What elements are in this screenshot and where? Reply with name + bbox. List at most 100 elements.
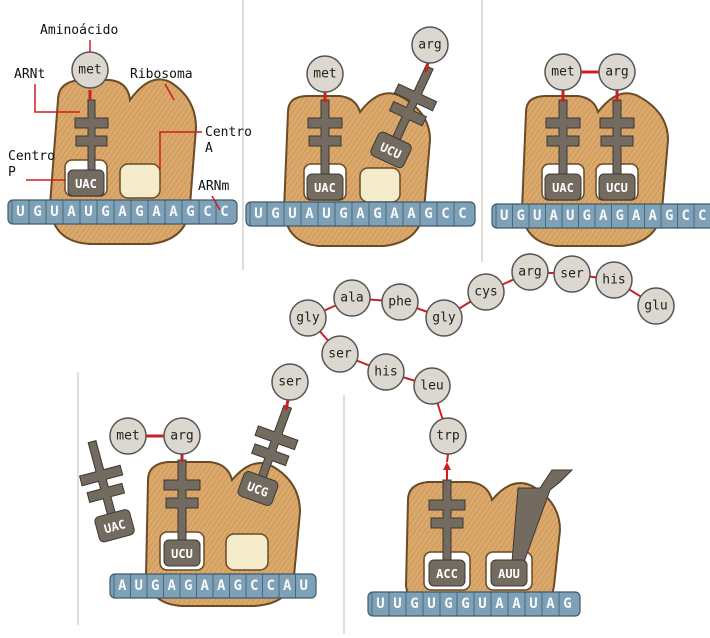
label-ribosome: Ribosoma: [130, 67, 193, 82]
mrna-base: U: [478, 596, 486, 612]
anticodon-label: AUU: [498, 567, 520, 581]
mrna-base: A: [201, 578, 210, 594]
mrna-base: G: [339, 206, 347, 222]
aa-met: met: [545, 54, 581, 90]
label-site-a-2: A: [205, 141, 213, 156]
aa-phe: phe: [382, 284, 418, 320]
aa-label: glu: [644, 299, 667, 314]
mrna-base: U: [376, 596, 384, 612]
label-site-p-1: Centro: [8, 149, 55, 164]
mrna-base: G: [461, 596, 469, 612]
mrna-base: A: [305, 206, 314, 222]
mrna-base: U: [322, 206, 330, 222]
mrna-base: A: [168, 578, 177, 594]
aa-label: gly: [432, 311, 456, 326]
site-a-pocket: [120, 164, 160, 198]
mrna-base: A: [118, 578, 127, 594]
aa-his: his: [368, 354, 404, 390]
mrna-base: U: [135, 578, 143, 594]
mrna-base: A: [550, 208, 559, 224]
mrna-base: A: [67, 204, 76, 220]
mrna-base: A: [169, 204, 178, 220]
mrna-base: A: [512, 596, 521, 612]
aa-ser: ser: [272, 364, 308, 400]
aa-label: met: [116, 429, 139, 444]
bond: [447, 454, 448, 462]
aa-label: ser: [328, 347, 352, 362]
aa-ser: ser: [554, 256, 590, 292]
panel-5: ACC AUU UUGUGGUAAUAG: [368, 462, 580, 616]
mrna-base: G: [665, 208, 673, 224]
mrna-base: A: [283, 578, 292, 594]
mrna-base: G: [373, 206, 381, 222]
aa-arg: arg: [164, 418, 200, 454]
mrna-base: U: [254, 206, 262, 222]
mrna-base: U: [533, 208, 541, 224]
mrna-strand: UUGUGGUAAUAG: [368, 592, 580, 616]
mrna-base: U: [500, 208, 508, 224]
mrna-base: U: [16, 204, 24, 220]
mrna-base: G: [186, 204, 194, 220]
aa-ser: ser: [322, 336, 358, 372]
mrna-base: G: [583, 208, 591, 224]
mrna-base: G: [424, 206, 432, 222]
mrna-base: A: [599, 208, 608, 224]
aa-glu: glu: [638, 288, 674, 324]
aa-label: ser: [560, 267, 584, 282]
mrna-base: G: [563, 596, 571, 612]
mrna-base: A: [495, 596, 504, 612]
mrna-base: G: [234, 578, 242, 594]
mrna-base: U: [288, 206, 296, 222]
mrna-strand: UGUAUGAGAAGCC: [492, 204, 710, 228]
mrna-base: A: [649, 208, 658, 224]
panel-2: UAC met UCU arg UGUAUGAGAAGCC: [246, 27, 475, 246]
aa-met: met: [307, 56, 343, 92]
site-a-pocket: [226, 534, 268, 570]
mrna-base: U: [529, 596, 537, 612]
mrna-base: U: [84, 204, 92, 220]
mrna-base: C: [441, 206, 449, 222]
aa-label: met: [551, 65, 574, 80]
aa-arg: arg: [599, 54, 635, 90]
aa-met: met: [72, 52, 108, 88]
label-site-p-2: P: [8, 165, 16, 180]
aa-leu: leu: [414, 368, 450, 404]
anticodon-label: UAC: [75, 177, 97, 191]
aa-gly: gly: [426, 300, 462, 336]
aa-label: arg: [518, 265, 541, 280]
aa-cys: cys: [468, 274, 504, 310]
mrna-base: C: [203, 204, 211, 220]
aa-label: his: [602, 273, 625, 288]
anticodon-label: UAC: [314, 181, 336, 195]
aa-label: arg: [605, 65, 628, 80]
mrna-base: G: [135, 204, 143, 220]
mrna-base: C: [250, 578, 258, 594]
mrna-base: G: [444, 596, 452, 612]
mrna-base: A: [390, 206, 399, 222]
anticodon-label: UCU: [171, 547, 193, 561]
mrna-base: C: [682, 208, 690, 224]
mrna-base: G: [33, 204, 41, 220]
mrna-base: G: [184, 578, 192, 594]
mrna-base: G: [151, 578, 159, 594]
site-a-pocket: [360, 168, 400, 202]
mrna-base: C: [458, 206, 466, 222]
aa-label: met: [313, 67, 336, 82]
mrna-base: G: [517, 208, 525, 224]
label-aminoacid: Aminoácido: [40, 23, 118, 38]
label-site-a-1: Centro: [205, 125, 252, 140]
mrna-base: C: [698, 208, 706, 224]
mrna-base: U: [427, 596, 435, 612]
aa-arg: arg: [512, 254, 548, 290]
mrna-base: C: [220, 204, 228, 220]
mrna-base: U: [566, 208, 574, 224]
aa-gly: gly: [290, 300, 326, 336]
mrna-base: G: [410, 596, 418, 612]
aa-label: phe: [388, 295, 412, 310]
